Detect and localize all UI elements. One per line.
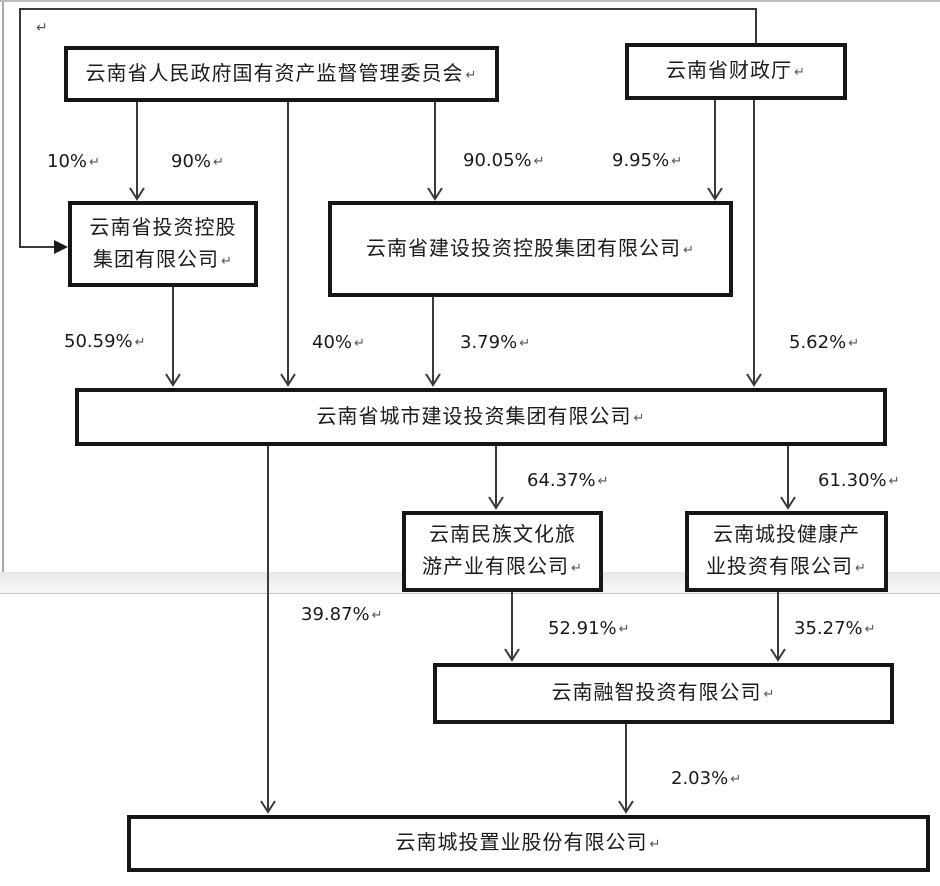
page-left-border [2,2,4,592]
edge-label-90-05pct: 90.05%↵ [463,150,545,171]
return-mark-icon: ↵ [683,242,695,258]
edge-label-2-03pct: 2.03%↵ [671,768,742,789]
return-mark-icon: ↵ [134,335,146,350]
edge-line-sasac-to-construction-investment [427,102,443,201]
return-mark-icon: ↵ [730,772,742,787]
node-label: 游产业有限公司 [422,554,570,578]
edge-label-90pct: 90%↵ [171,151,224,172]
edge-label-61-30pct: 61.30%↵ [818,470,900,491]
edge-label-35-27pct: 35.27%↵ [794,618,876,639]
edge-label-52-91pct: 52.91%↵ [548,618,630,639]
node-label: 云南城投置业股份有限公司 [395,830,648,854]
node-sasac: 云南省人民政府国有资产监督管理委员会↵ [64,46,499,102]
node-label: 云南民族文化旅 [429,522,576,546]
return-mark-icon: ↵ [36,20,48,36]
edge-line-sasac-to-urban-group [280,102,296,387]
edge-line-finance-to-urban-group [746,100,762,387]
return-mark-icon: ↵ [89,155,100,170]
node-label: 业投资有限公司 [706,554,854,578]
node-label: 云南省投资控股 [89,214,237,239]
return-mark-icon: ↵ [888,474,900,489]
edge-line-rongzhi-to-real-estate [618,724,634,814]
node-label: 云南省建设投资控股集团有限公司 [366,235,682,260]
return-mark-icon: ↵ [465,67,478,83]
return-mark-icon: ↵ [763,687,776,702]
edge-label-40pct: 40%↵ [312,332,365,353]
edge-label-39-87pct: 39.87%↵ [301,604,383,625]
edge-line-finance-to-construction-investment [707,100,723,201]
node-label: 云南省财政厅 [666,58,793,82]
return-mark-icon: ↵ [571,561,583,576]
node-investment-holding: 云南省投资控股 集团有限公司↵ [68,201,258,287]
node-label: 云南城投健康产 [713,522,860,546]
edge-line-urban-group-to-real-estate [260,446,276,814]
edge-line-investment-holding-to-urban-group [165,287,181,387]
edge-label-3-79pct: 3.79%↵ [460,332,531,353]
return-mark-icon: ↵ [213,155,224,170]
return-mark-icon: ↵ [618,622,630,637]
page-top-border [0,0,940,2]
edge-line-finance-to-investment-holding [19,8,757,254]
return-mark-icon: ↵ [864,622,876,637]
node-urban-construction-group: 云南省城市建设投资集团有限公司↵ [75,388,887,446]
edge-line-minzu-to-rongzhi [504,592,520,662]
node-rongzhi-investment: 云南融智投资有限公司↵ [433,663,894,724]
edge-line-urban-group-to-minzu [488,446,504,510]
edge-label-9-95pct: 9.95%↵ [612,150,683,171]
node-label: 云南融智投资有限公司 [551,680,762,704]
return-mark-icon: ↵ [371,608,383,623]
node-minzu-culture-tourism: 云南民族文化旅 游产业有限公司↵ [402,511,603,592]
edge-label-5-62pct: 5.62%↵ [789,332,860,353]
node-label: 云南省人民政府国有资产监督管理委员会 [85,60,464,85]
edge-line-urban-group-to-health [780,446,796,510]
edge-label-50-59pct: 50.59%↵ [64,331,146,352]
node-finance-dept: 云南省财政厅↵ [625,43,847,100]
edge-label-64-37pct: 64.37%↵ [527,470,609,491]
return-mark-icon: ↵ [221,253,233,269]
return-mark-icon: ↵ [533,154,545,169]
return-mark-icon: ↵ [671,154,683,169]
return-mark-icon: ↵ [597,474,609,489]
edge-line-health-to-rongzhi [770,592,786,662]
return-mark-icon: ↵ [633,410,646,426]
return-mark-icon: ↵ [848,336,860,351]
node-chengtou-health: 云南城投健康产 业投资有限公司↵ [685,511,888,592]
return-mark-icon: ↵ [649,837,662,852]
node-label: 集团有限公司 [93,246,220,271]
return-mark-icon: ↵ [794,65,806,80]
node-chengtou-real-estate: 云南城投置业股份有限公司↵ [127,815,930,872]
return-mark-icon: ↵ [519,336,531,351]
edge-label-10pct: 10%↵ [47,151,100,172]
edge-line-sasac-to-investment-holding [129,102,145,201]
node-construction-investment: 云南省建设投资控股集团有限公司↵ [328,201,733,297]
edge-line-construction-investment-to-urban-group [425,297,441,387]
return-mark-icon: ↵ [354,336,365,351]
return-mark-icon: ↵ [855,561,867,576]
node-label: 云南省城市建设投资集团有限公司 [316,403,632,428]
